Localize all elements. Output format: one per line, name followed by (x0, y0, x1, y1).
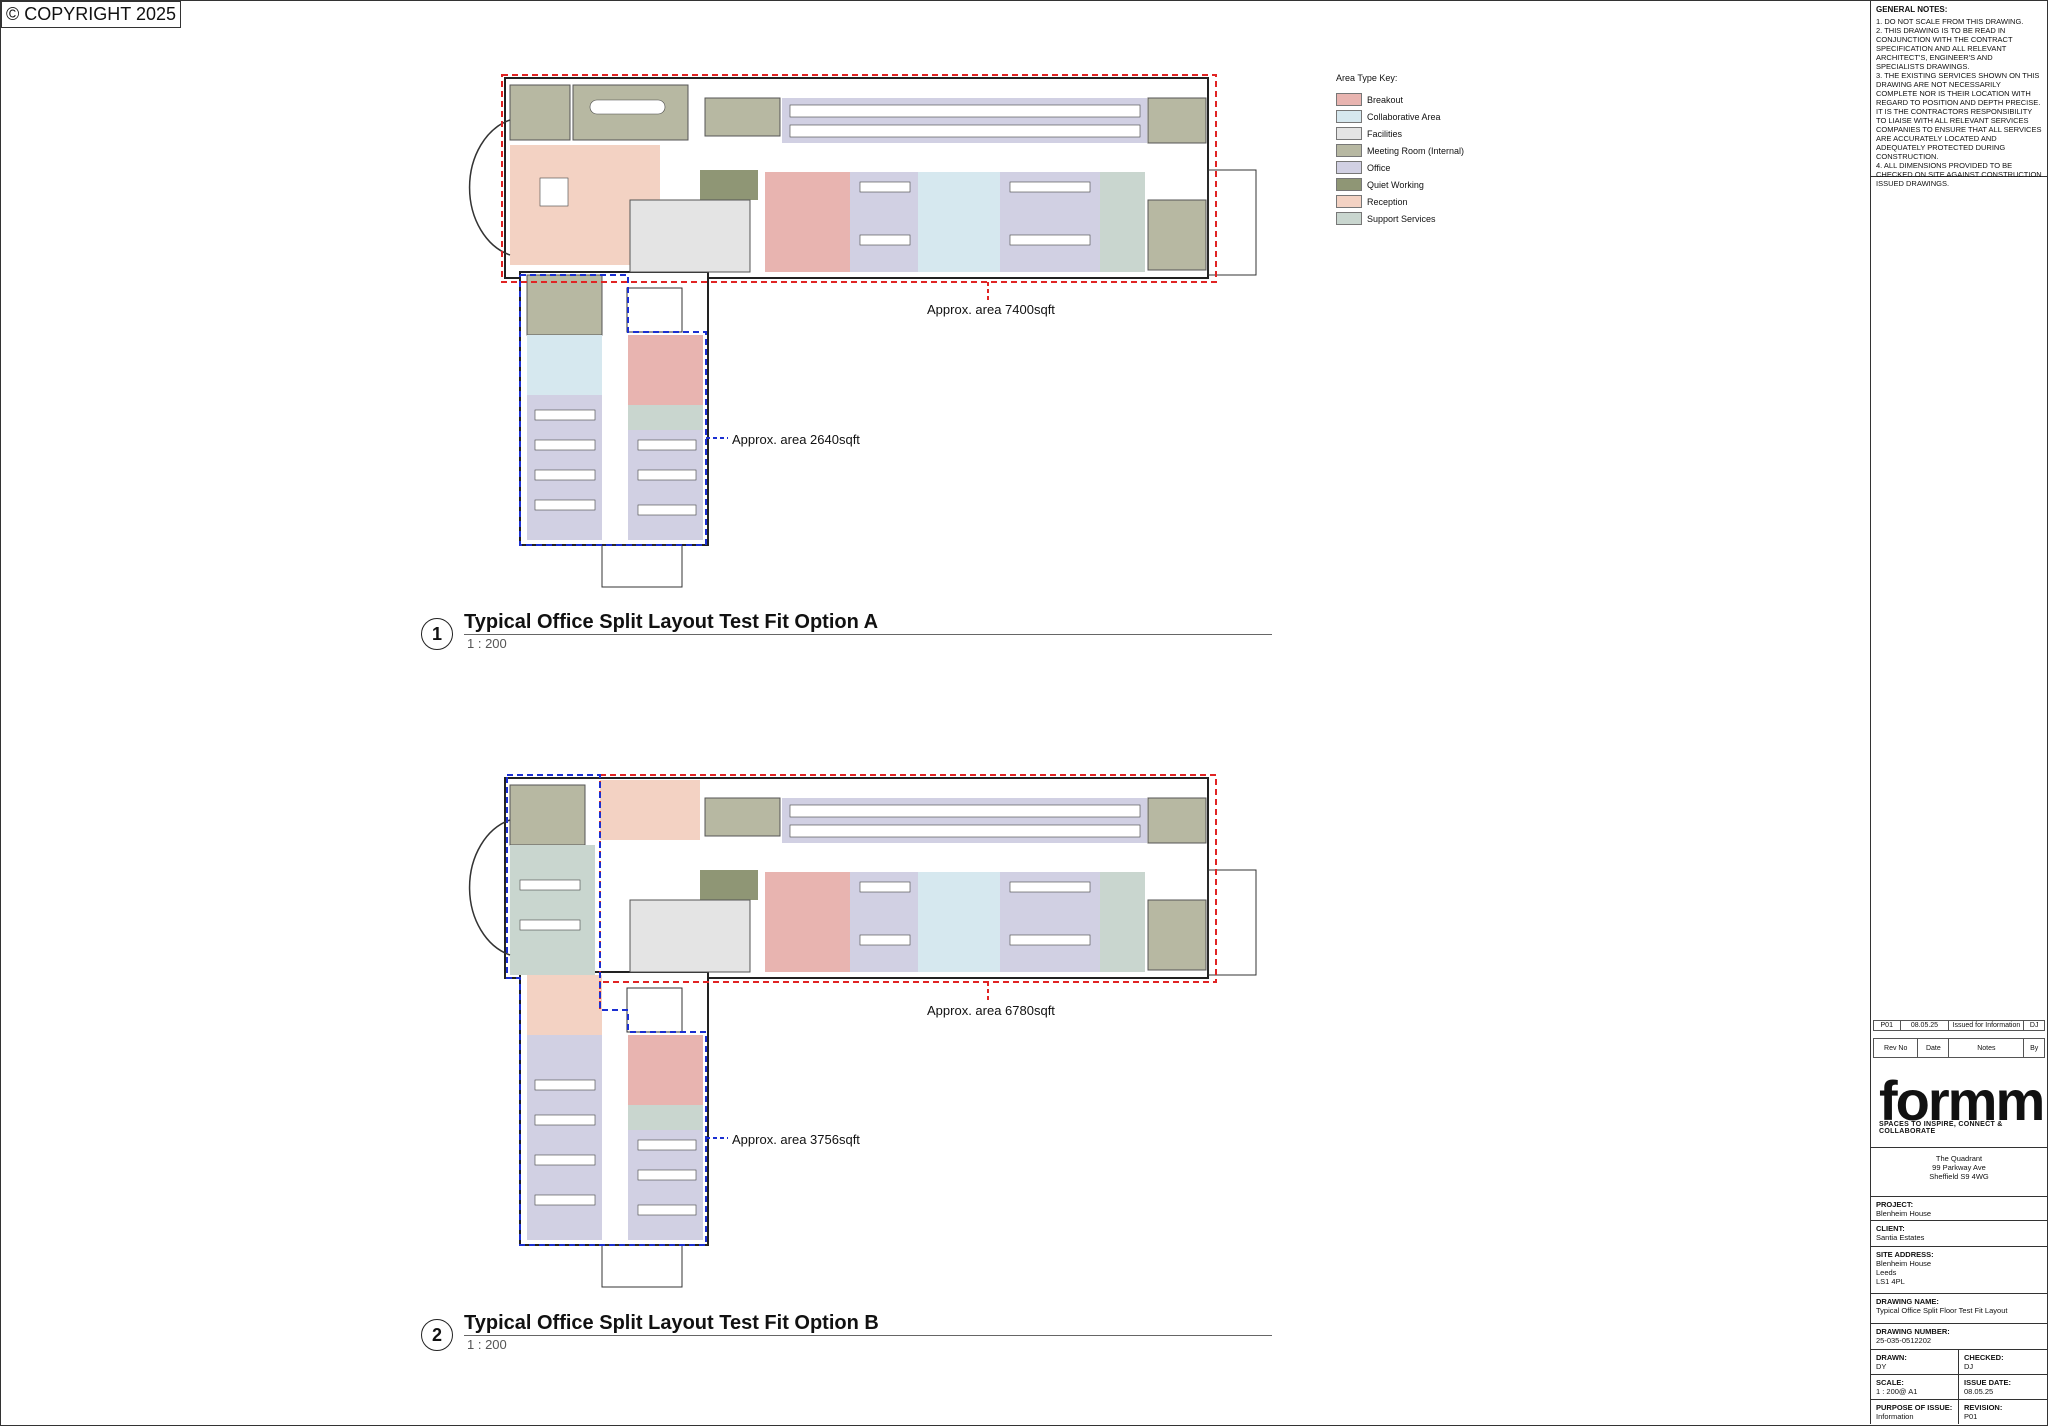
legend-item: Breakout (1336, 91, 1464, 108)
plan-b-facilities (629, 899, 751, 973)
plan-a-meeting-room (704, 97, 781, 137)
project-field: PROJECT: Blenheim House (1871, 1197, 2047, 1221)
formm-logo: formm (1879, 1069, 2045, 1132)
plan-a-meeting-room (1147, 97, 1207, 144)
site-address-field: SITE ADDRESS: Blenheim House Leeds LS1 4… (1871, 1247, 2047, 1294)
copyright-notice: © COPYRIGHT 2025 (1, 1, 181, 28)
revision-header: Rev No Date Notes By (1872, 1038, 2045, 1058)
plan-b-wing-office (527, 1035, 602, 1240)
plan-b-area-boundary-blue (506, 774, 707, 1246)
scale-field: SCALE: 1 : 200@ A1 (1871, 1375, 1959, 1400)
note: 2. THIS DRAWING IS TO BE READ IN CONJUNC… (1876, 26, 2013, 71)
plan-b-reception-waiting (600, 780, 700, 840)
plan-b-meeting-room (509, 784, 586, 846)
view-title-option-a: Typical Office Split Layout Test Fit Opt… (464, 611, 879, 633)
logo-tagline: SPACES TO INSPIRE, CONNECT & COLLABORATE (1879, 1121, 2003, 1135)
plan-b-curved-facade (468, 819, 511, 956)
plan-b-quiet-working (700, 870, 758, 900)
area-type-key: Area Type Key: Breakout Collaborative Ar… (1336, 73, 1464, 227)
note: 4. ALL DIMENSIONS PROVIDED TO BE CHECKED… (1876, 161, 2042, 188)
company-address: The Quadrant 99 Parkway Ave Sheffield S9… (1871, 1147, 2047, 1197)
legend-swatch (1336, 110, 1362, 123)
legend-item: Facilities (1336, 125, 1464, 142)
plan-b-wing-breakout (628, 1035, 703, 1105)
purpose-field: PURPOSE OF ISSUE: Information (1871, 1400, 1959, 1424)
plan-a-stair-south (601, 544, 683, 588)
drawing-name-field: DRAWING NAME: Typical Office Split Floor… (1871, 1294, 2047, 1324)
floor-plan-option-a (468, 74, 1257, 588)
revision-table: P01 08.05.25 Issued for Information DJ (1873, 1020, 2045, 1031)
legend-swatch (1336, 178, 1362, 191)
legend-swatch (1336, 161, 1362, 174)
drawn-field: DRAWN: DY (1871, 1350, 1959, 1375)
plan-a-collaboration (918, 172, 1000, 272)
issue-date-field: ISSUE DATE: 08.05.25 (1959, 1375, 2047, 1400)
plan-a-stair-east (1207, 169, 1257, 276)
legend-swatch (1336, 195, 1362, 208)
plan-a-wing-print (628, 405, 703, 430)
plan-a-area-label-main: Approx. area 7400sqft (927, 302, 1055, 317)
plan-b-wing-print (628, 1105, 703, 1130)
plan-b-area-label-wing: Approx. area 3756sqft (732, 1132, 860, 1147)
view-number-1: 1 (421, 618, 453, 650)
legend-swatch (1336, 127, 1362, 140)
legend-item: Support Services (1336, 210, 1464, 227)
plan-a-wing-breakout (628, 335, 703, 405)
plan-a-area-boundary-blue (519, 274, 707, 546)
plan-a-breakout (765, 172, 850, 272)
general-notes: GENERAL NOTES: 1. DO NOT SCALE FROM THIS… (1871, 0, 2047, 188)
note: 1. DO NOT SCALE FROM THIS DRAWING. (1876, 17, 2024, 26)
plan-a-meeting-room (1147, 199, 1207, 271)
legend-item: Office (1336, 159, 1464, 176)
drawing-number-field: DRAWING NUMBER: 25-035-0512202 (1871, 1324, 2047, 1350)
plan-b-print-booths (1100, 872, 1145, 972)
plan-b-collaboration (918, 872, 1000, 972)
view-scale-option-a: 1 : 200 (467, 636, 507, 651)
client-field: CLIENT: Santia Estates (1871, 1221, 2047, 1247)
plan-a-facilities (629, 199, 751, 273)
plan-b-collab-hotdesks (510, 845, 595, 975)
plan-b-area-boundary-red (599, 774, 1217, 1010)
plan-b-meeting-room (1147, 797, 1207, 844)
plan-b-stair-south (601, 1244, 683, 1288)
plan-b-area-label-main: Approx. area 6780sqft (927, 1003, 1055, 1018)
plan-b-stair-east (1207, 869, 1257, 976)
plan-a-meeting-room (509, 84, 571, 141)
checked-field: CHECKED: DJ (1959, 1350, 2047, 1375)
legend-swatch (1336, 144, 1362, 157)
plan-a-curved-facade (468, 119, 511, 256)
plan-a-wing-booths (527, 335, 602, 395)
view-scale-option-b: 1 : 200 (467, 1337, 507, 1352)
note: 3. THE EXISTING SERVICES SHOWN ON THIS D… (1876, 71, 2042, 161)
legend-swatch (1336, 93, 1362, 106)
plan-b-meeting-room (1147, 899, 1207, 971)
plan-b-meeting-room (704, 797, 781, 837)
plan-b-breakout (765, 872, 850, 972)
view-number-2: 2 (421, 1319, 453, 1351)
legend-swatch (1336, 212, 1362, 225)
view-title-rule (464, 634, 1272, 635)
plan-a-print-booths (1100, 172, 1145, 272)
legend-title: Area Type Key: (1336, 73, 1398, 83)
view-title-rule (464, 1335, 1272, 1336)
plan-a-wing-meeting (526, 274, 603, 336)
plan-b-wing-reception (527, 975, 602, 1035)
legend-item: Collaborative Area (1336, 108, 1464, 125)
legend-item: Meeting Room (Internal) (1336, 142, 1464, 159)
title-block: GENERAL NOTES: 1. DO NOT SCALE FROM THIS… (1870, 0, 2047, 1424)
floor-plans (468, 74, 1257, 1288)
plan-a-area-label-wing: Approx. area 2640sqft (732, 432, 860, 447)
plan-a-quiet-working (700, 170, 758, 200)
legend-item: Quiet Working (1336, 176, 1464, 193)
legend-item: Reception (1336, 193, 1464, 210)
floor-plan-option-b (468, 774, 1257, 1288)
revision-field: REVISION: P01 (1964, 1403, 2003, 1421)
view-title-option-b: Typical Office Split Layout Test Fit Opt… (464, 1312, 879, 1334)
